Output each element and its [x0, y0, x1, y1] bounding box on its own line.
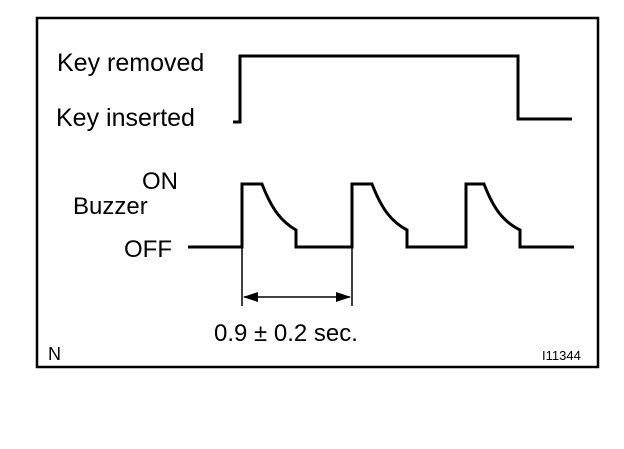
dimension-arrow-right	[336, 292, 351, 302]
buzzer-off-label: OFF	[124, 236, 172, 263]
key-signal-trace	[233, 54, 572, 124]
buzzer-on-label: ON	[142, 168, 178, 195]
diagram-frame	[35, 16, 600, 369]
period-label: 0.9 ± 0.2 sec.	[214, 320, 358, 347]
key-removed-label: Key removed	[57, 49, 204, 77]
buzzer-signal-trace	[188, 182, 574, 249]
key-inserted-label: Key inserted	[56, 104, 195, 132]
figure-code: I11344	[542, 348, 581, 363]
corner-mark: N	[48, 344, 61, 364]
buzzer-label: Buzzer	[73, 193, 148, 220]
dimension-arrow-left	[243, 292, 258, 302]
